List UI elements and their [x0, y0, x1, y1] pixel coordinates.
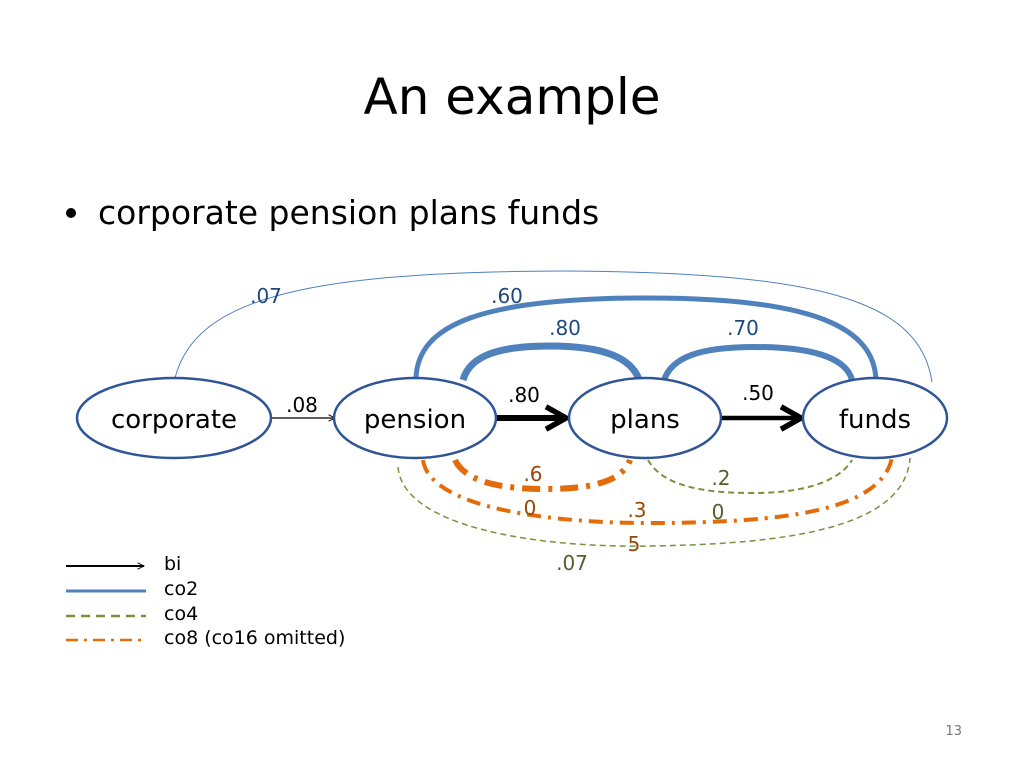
- legend-item-co2: co2: [66, 578, 198, 600]
- legend-bi-label: bi: [164, 553, 181, 575]
- legend-item-bi: bi: [66, 553, 181, 575]
- page-number: 13: [945, 724, 962, 739]
- legend: bi co2 co4 co8 (co16 omitted): [66, 553, 345, 649]
- label-co2-plans-funds: .70: [727, 316, 759, 340]
- legend-co4-label: co4: [164, 603, 198, 625]
- label-co8-pension-plans-line2: 0: [524, 496, 537, 520]
- node-plans: plans: [567, 376, 723, 460]
- legend-item-co8: co8 (co16 omitted): [66, 627, 345, 649]
- label-co2-pension-plans: .80: [549, 316, 581, 340]
- label-co8-pension-funds-line2: 5: [628, 532, 641, 556]
- label-co2-corporate-funds: .07: [250, 284, 282, 308]
- edge-co2-plans-funds: [661, 343, 855, 382]
- bullet-item: corporate pension plans funds: [58, 190, 599, 236]
- node-pension: pension: [332, 376, 498, 460]
- label-co4-plans-funds-line2: 0: [712, 500, 725, 524]
- label-co8-pension-funds-line1: .3: [627, 498, 646, 522]
- label-bi-pension-plans: .80: [508, 383, 540, 407]
- edge-co4-plans-funds: [647, 459, 853, 495]
- node-corporate-label: corporate: [111, 405, 237, 435]
- node-funds-label: funds: [839, 405, 911, 435]
- legend-co8-label: co8 (co16 omitted): [164, 627, 345, 649]
- edge-co2-corporate-funds: [174, 270, 933, 383]
- label-co4-plans-funds-line1: .2: [711, 466, 730, 490]
- edge-co2-pension-plans: [459, 342, 644, 384]
- bullet-list: corporate pension plans funds: [58, 190, 599, 236]
- node-corporate: corporate: [75, 376, 273, 460]
- label-bi-plans-funds: .50: [742, 381, 774, 405]
- label-co4-pension-funds: .07: [556, 551, 588, 575]
- bullet-dot-icon: [66, 208, 76, 218]
- legend-co2-label: co2: [164, 578, 198, 600]
- label-co8-pension-plans-line1: .6: [523, 462, 542, 486]
- bullet-text: corporate pension plans funds: [98, 193, 600, 232]
- slide-title: An example: [363, 68, 661, 126]
- label-bi-corporate-pension: .08: [286, 393, 318, 417]
- edge-co2-pension-funds: [413, 295, 879, 381]
- node-pension-label: pension: [364, 405, 466, 435]
- edge-co4-pension-funds: [397, 457, 911, 547]
- legend-item-co4: co4: [66, 603, 198, 625]
- label-co2-pension-funds: .60: [491, 284, 523, 308]
- node-funds: funds: [801, 376, 949, 460]
- node-plans-label: plans: [610, 405, 680, 435]
- edge-co8-pension-funds: [421, 457, 894, 526]
